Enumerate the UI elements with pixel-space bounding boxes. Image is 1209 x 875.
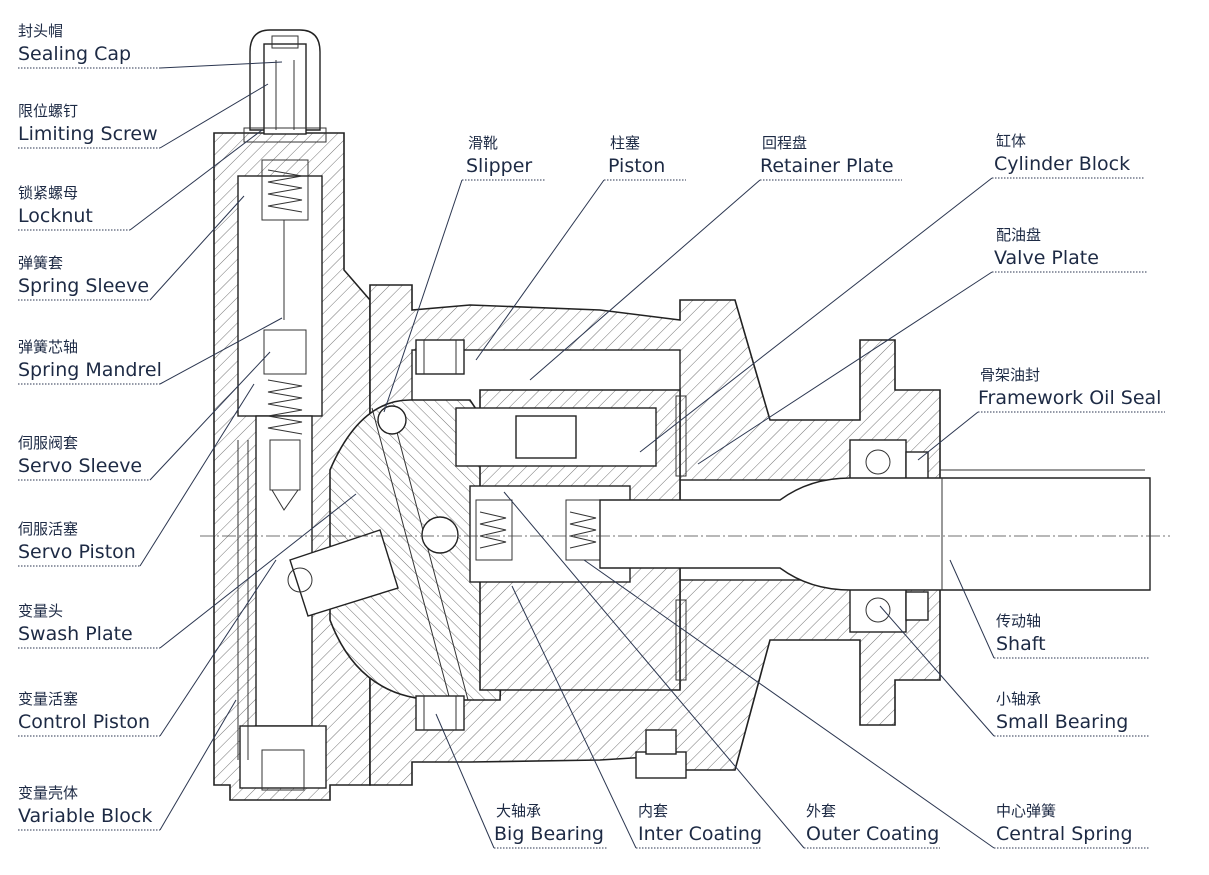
label-small-bearing-en: Small Bearing <box>996 711 1128 733</box>
label-sealing-cap-zh: 封头帽 <box>18 22 63 40</box>
label-slipper-zh: 滑靴 <box>468 134 498 152</box>
label-retainer-plate-en: Retainer Plate <box>760 155 894 177</box>
label-servo-piston-zh: 伺服活塞 <box>18 520 78 538</box>
control-spring-stack <box>261 159 309 511</box>
label-cylinder-block-zh: 缸体 <box>996 132 1026 150</box>
label-valve-plate-zh: 配油盘 <box>996 226 1041 244</box>
label-small-bearing-zh: 小轴承 <box>996 690 1041 708</box>
label-limiting-screw-en: Limiting Screw <box>18 123 158 145</box>
label-sealing-cap-en: Sealing Cap <box>18 43 131 65</box>
label-spring-mandrel-en: Spring Mandrel <box>18 359 162 381</box>
label-servo-sleeve-zh: 伺服阀套 <box>18 434 78 452</box>
labels: 封头帽 Sealing Cap 限位螺钉 Limiting Screw 锁紧螺母… <box>18 22 1161 845</box>
label-swash-plate-en: Swash Plate <box>18 623 133 645</box>
label-framework-oil-seal-zh: 骨架油封 <box>980 366 1040 384</box>
label-cylinder-block-en: Cylinder Block <box>994 153 1130 175</box>
label-central-spring-zh: 中心弹簧 <box>996 802 1056 820</box>
label-framework-oil-seal-en: Framework Oil Seal <box>978 387 1161 409</box>
label-shaft-zh: 传动轴 <box>996 612 1041 630</box>
sealing-cap-part <box>243 29 327 143</box>
label-locknut-zh: 锁紧螺母 <box>18 184 78 202</box>
label-inter-coating-zh: 内套 <box>638 802 668 820</box>
label-swash-plate-zh: 变量头 <box>18 602 63 620</box>
leader-lines <box>18 61 1165 849</box>
label-big-bearing-zh: 大轴承 <box>496 802 541 820</box>
label-servo-piston-en: Servo Piston <box>18 541 136 563</box>
drain-plug-part <box>635 729 687 779</box>
label-outer-coating-en: Outer Coating <box>806 823 939 845</box>
swash-plate-part <box>329 399 511 701</box>
label-valve-plate-en: Valve Plate <box>994 247 1099 269</box>
label-locknut-en: Locknut <box>18 205 93 227</box>
label-spring-sleeve-en: Spring Sleeve <box>18 275 149 297</box>
label-limiting-screw-zh: 限位螺钉 <box>18 102 78 120</box>
shaft-part <box>599 469 1151 591</box>
label-spring-sleeve-zh: 弹簧套 <box>18 254 63 272</box>
label-outer-coating-zh: 外套 <box>806 802 836 820</box>
label-piston-en: Piston <box>608 155 665 177</box>
cylinder-block-part <box>377 389 681 691</box>
label-control-piston-en: Control Piston <box>18 711 150 733</box>
label-central-spring-en: Central Spring <box>996 823 1133 845</box>
label-variable-block-en: Variable Block <box>18 805 152 827</box>
variable-block-part <box>213 132 371 801</box>
label-control-piston-zh: 变量活塞 <box>18 690 78 708</box>
label-slipper-en: Slipper <box>466 155 532 177</box>
servo-piston-part <box>287 529 399 617</box>
cross-section-drawing <box>200 29 1170 801</box>
label-piston-zh: 柱塞 <box>610 134 640 152</box>
label-inter-coating-en: Inter Coating <box>638 823 762 845</box>
valve-plate-part <box>675 395 687 681</box>
label-retainer-plate-zh: 回程盘 <box>762 134 807 152</box>
label-shaft-en: Shaft <box>996 633 1046 655</box>
label-variable-block-zh: 变量壳体 <box>18 784 78 802</box>
label-big-bearing-en: Big Bearing <box>494 823 604 845</box>
label-spring-mandrel-zh: 弹簧芯轴 <box>18 338 78 356</box>
label-servo-sleeve-en: Servo Sleeve <box>18 455 142 477</box>
